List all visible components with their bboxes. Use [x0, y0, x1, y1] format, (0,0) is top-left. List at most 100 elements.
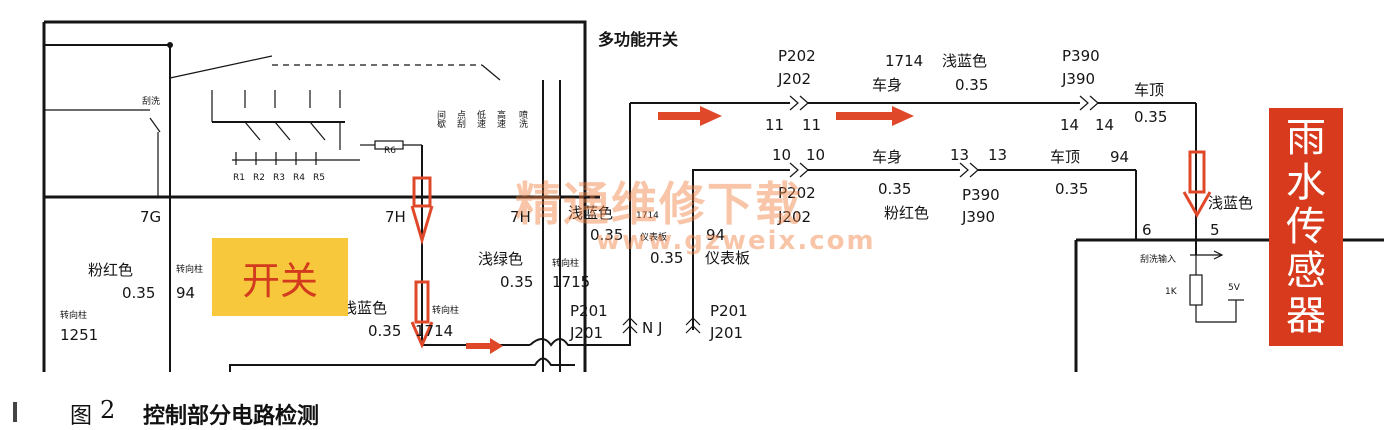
multifunction-switch-label: 多功能开关: [598, 30, 678, 49]
red-arrow-head-1: [410, 205, 434, 246]
caption-number: 2: [100, 396, 116, 424]
pin-6: 6: [1142, 221, 1152, 239]
sensor-char-2: 水: [1286, 159, 1326, 206]
sensor-char-1: 雨: [1286, 115, 1326, 162]
nj-label: N J: [642, 319, 662, 337]
r2-label: R2: [253, 173, 265, 183]
resistor-1k: [1189, 274, 1203, 306]
wash-label: 刮洗: [142, 95, 160, 107]
left-col-num: 1251: [60, 326, 98, 344]
sensor-char-4: 感: [1286, 248, 1326, 295]
circuit-diagram: 多功能开关 刮洗 R6 R1 R2 R3 R4 R5 间歇 点刮 低速 高速 喷…: [42, 20, 1384, 372]
red-arrow-down-3: [1188, 150, 1206, 194]
left-wire-size: 0.35: [122, 284, 155, 302]
pin-7h: 7H: [385, 208, 406, 226]
center-wire-color: 浅蓝色: [568, 204, 613, 222]
pin-14b: 14: [1095, 116, 1114, 134]
r5-label: R5: [313, 173, 325, 183]
pos-label-3: 低速: [475, 109, 486, 129]
mid-wire-column: 转向柱: [432, 304, 459, 316]
pin-7: 7H: [510, 208, 531, 226]
mid-wire-color: 浅蓝色: [342, 299, 387, 317]
pin-13a: 13: [950, 146, 969, 164]
sensor-char-3: 传: [1286, 203, 1326, 250]
green-wire-column: 转向柱: [552, 257, 579, 269]
j390-top: J390: [1061, 70, 1095, 88]
roof-mid-id: 94: [1110, 148, 1129, 166]
rain-sensor-box: 雨 水 传 感 器: [1269, 108, 1343, 346]
body-mid-size: 0.35: [878, 180, 911, 198]
top-wire-body: 车身: [872, 76, 902, 94]
pos-label-5: 喷洗: [517, 110, 528, 129]
caption-title: 控制部分电路检测: [143, 404, 320, 429]
connector-p201-b: P201: [710, 302, 748, 320]
r6-label: R6: [384, 146, 396, 156]
red-arrow-right-3: [836, 106, 914, 126]
pos-label-2: 点刮: [455, 110, 466, 129]
sw-contact: [309, 121, 326, 141]
roof-mid: 车顶: [1050, 148, 1080, 166]
mid-wire-size: 0.35: [368, 322, 401, 340]
junction-dot: [167, 42, 173, 48]
resistor-1k-label: 1K: [1165, 287, 1178, 297]
switch-label: 开关: [241, 258, 318, 303]
center-wire-size: 0.35: [590, 226, 623, 244]
left-wire-id: 94: [176, 284, 195, 302]
pos-label-4: 高速: [495, 109, 506, 129]
p390-mid: P390: [962, 186, 1000, 204]
roof-mid-size: 0.35: [1055, 180, 1088, 198]
mid-route: [692, 169, 790, 330]
sw-contact: [244, 121, 261, 141]
hop-2: [529, 103, 631, 347]
center-size2: 0.35: [650, 249, 683, 267]
r4-label: R4: [293, 173, 305, 183]
pin-10a: 10: [772, 146, 791, 164]
green-wire-id: 1715: [552, 273, 590, 291]
center-id2: 94: [706, 226, 725, 244]
pos-label-1: 间歇: [435, 109, 446, 129]
switch-pole: [481, 64, 501, 81]
mid-wire-id: 1714: [415, 322, 453, 340]
p202-top: P202: [778, 47, 816, 65]
watermark-url: www.gzweix.com: [596, 226, 876, 256]
left-col-label2: 转向柱: [60, 309, 87, 321]
j202-mid: J202: [777, 208, 811, 226]
connector-j201-a: J201: [569, 324, 603, 342]
supply-5v-label: 5V: [1228, 283, 1241, 293]
connector-p201-a: P201: [570, 302, 608, 320]
roof-label: 车顶: [1134, 81, 1164, 99]
p390-top: P390: [1062, 47, 1100, 65]
pin-11b: 11: [802, 116, 821, 134]
frame-top: [44, 20, 587, 372]
red-arrow-down-2: [414, 280, 430, 324]
pin-11a: 11: [765, 116, 784, 134]
conn-p201-b: [685, 317, 701, 334]
sensor-wire-color: 浅蓝色: [1208, 194, 1253, 212]
pin-14a: 14: [1060, 116, 1079, 134]
red-arrow-head-3: [1182, 191, 1212, 219]
green-wire-size: 0.35: [500, 273, 533, 291]
center-panel: 仪表板: [640, 231, 667, 243]
switch-highlight-box: 开关: [212, 238, 348, 316]
left-column: 转向柱: [176, 263, 203, 275]
center-id: 1714: [636, 211, 659, 221]
wash-input-label: 刮洗输入: [1140, 253, 1176, 265]
red-arrow-right-2: [658, 106, 722, 126]
red-arrow-head-2: [410, 321, 434, 349]
r1-label: R1: [233, 173, 245, 183]
j390-mid: J390: [961, 208, 995, 226]
pin-5: 5: [1210, 221, 1220, 239]
top-wire-size: 0.35: [955, 76, 988, 94]
hop: [229, 357, 575, 372]
pin-7g: 7G: [140, 208, 161, 226]
figure-caption: 图 2 控制部分电路检测: [0, 396, 1384, 429]
conn-p390-top: [1079, 95, 1099, 111]
conn-p201-a: [622, 317, 638, 334]
roof-size: 0.35: [1134, 108, 1167, 126]
red-arrow-right-1: [466, 338, 503, 354]
p202-mid: P202: [778, 184, 816, 202]
r-bottom: [1195, 300, 1237, 323]
r3-label: R3: [273, 173, 285, 183]
caption-bar: [13, 402, 17, 422]
left-wire-color: 粉红色: [88, 261, 133, 279]
